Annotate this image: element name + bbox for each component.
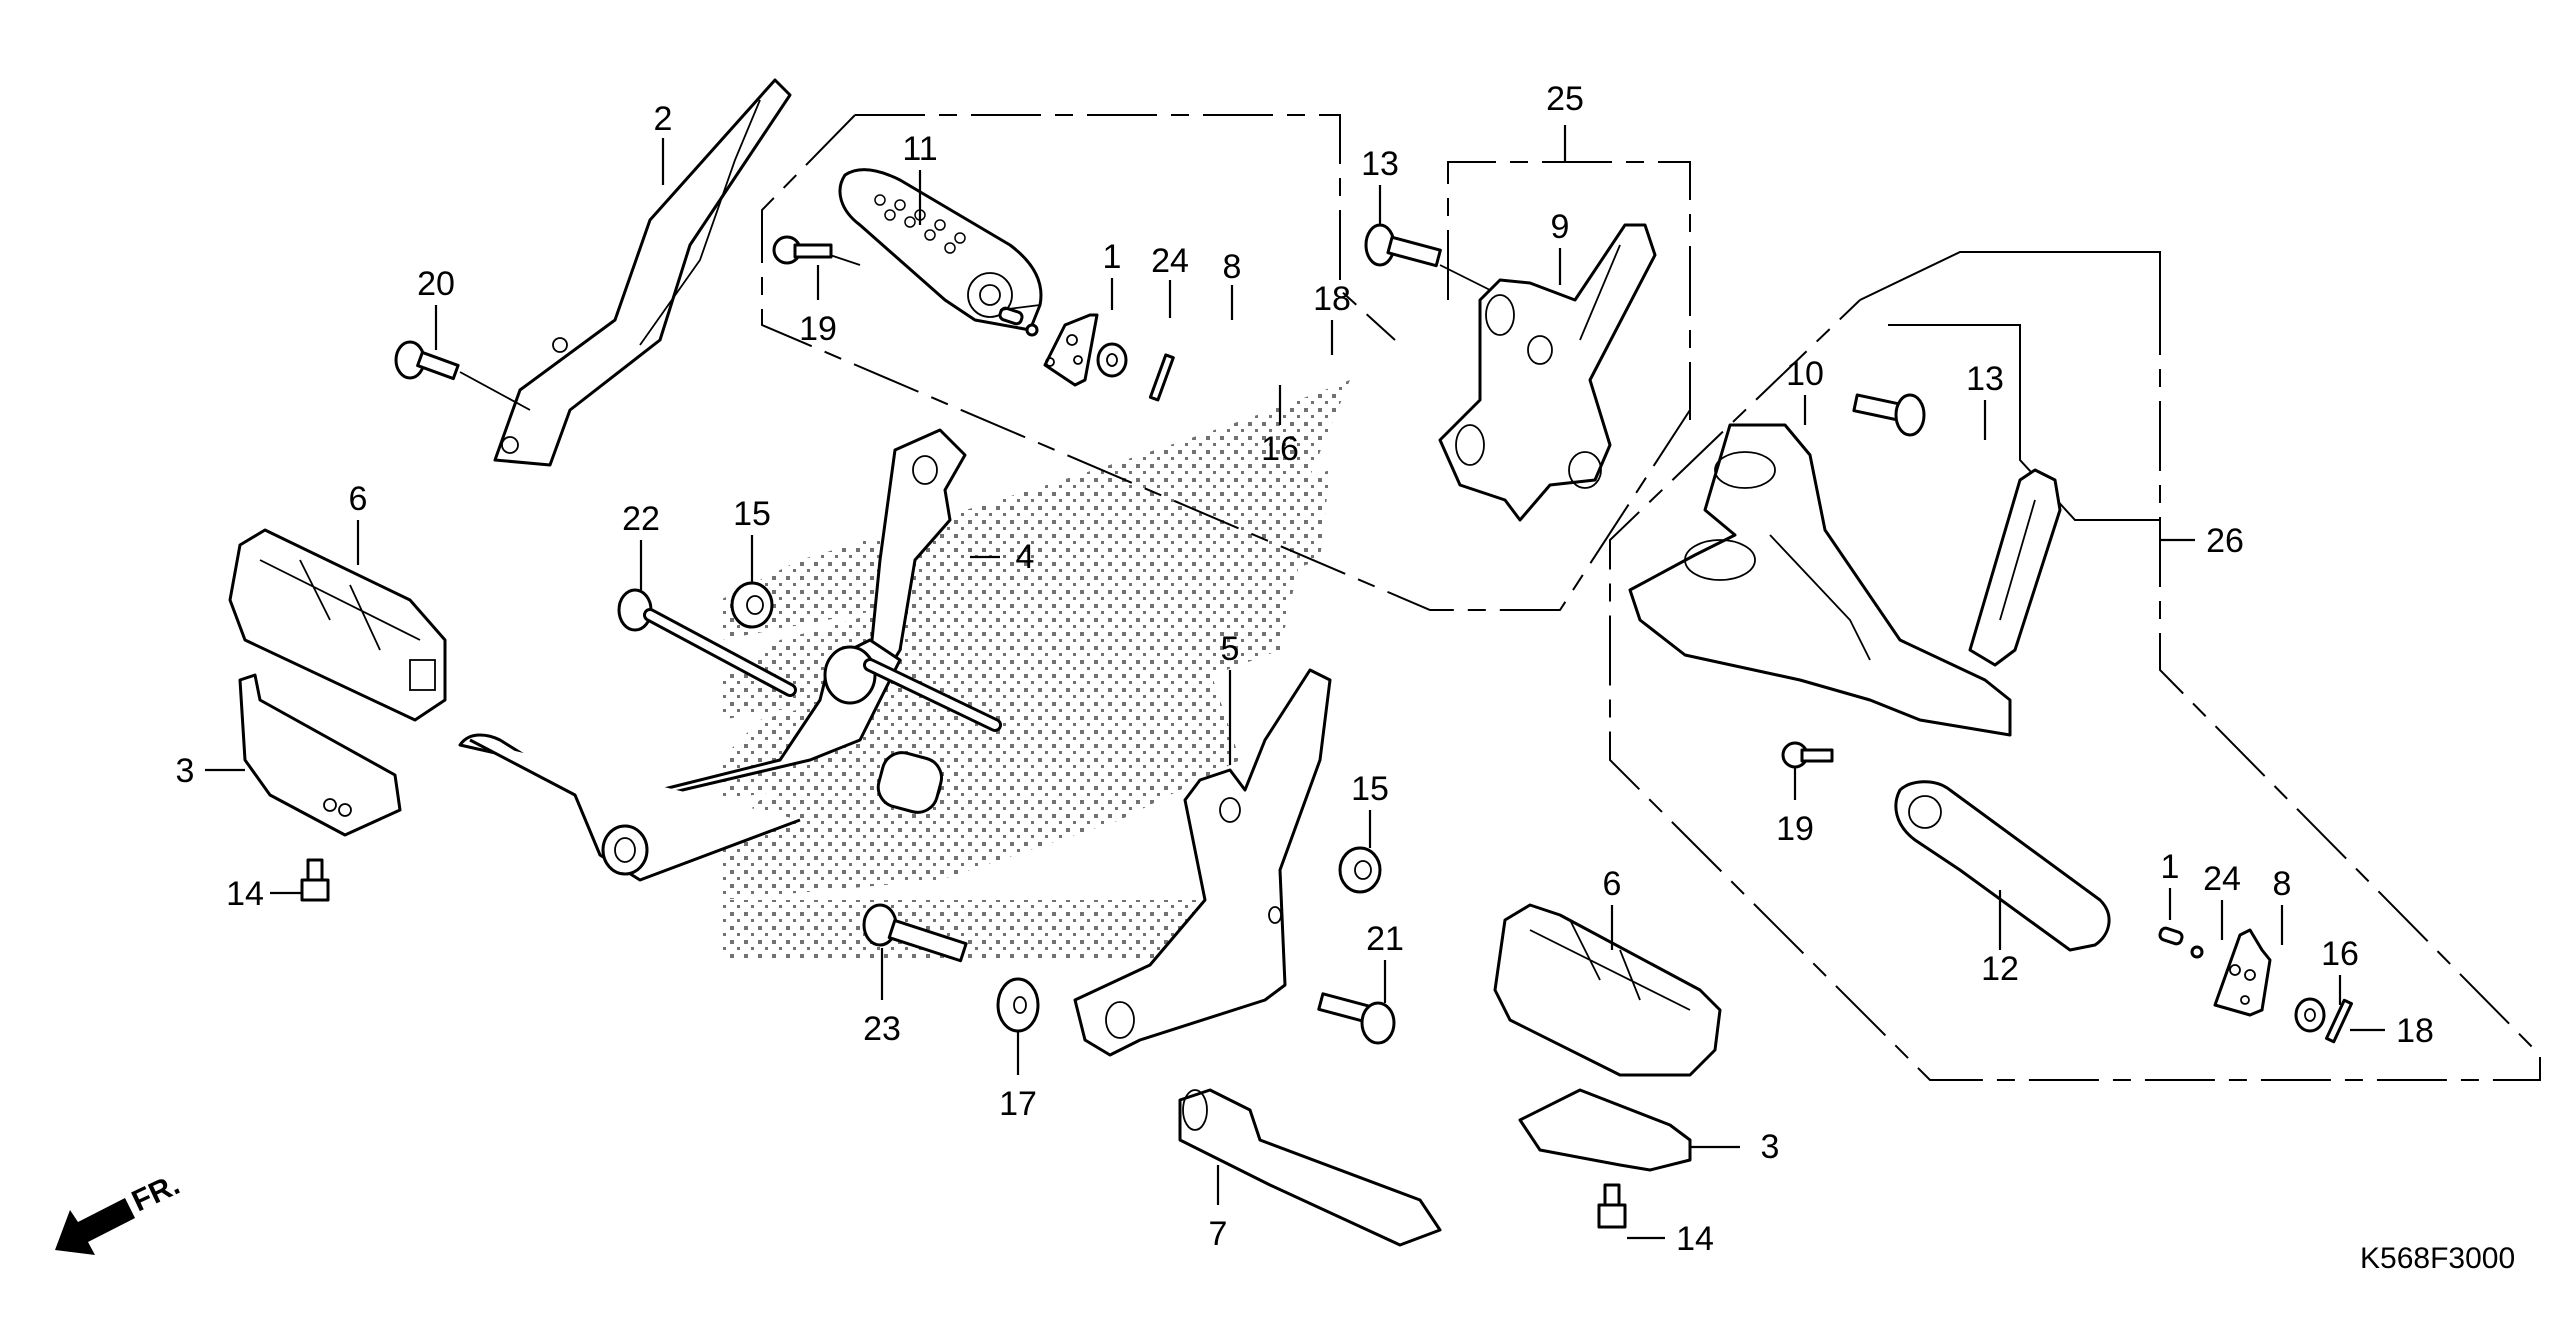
- step-arm-part-7-left: [458, 638, 1002, 882]
- callout-1-right: 1: [2161, 848, 2180, 886]
- callout-24-right: 24: [2203, 860, 2241, 898]
- bolt-part-20: [394, 340, 531, 411]
- callout-labels: 2 20 11 19 1 24 8 16 18 13 25 9 10 13 26…: [176, 80, 2434, 1258]
- callout-16-right: 16: [2321, 935, 2359, 973]
- group-boundary-left-peg: [761, 114, 1691, 611]
- group-boundary-25: [1447, 125, 1691, 420]
- callout-17: 17: [999, 1085, 1037, 1123]
- bolt-part-13: [1364, 223, 1491, 291]
- bracket-part-10: [1628, 423, 2012, 737]
- cotter-pin-part-18-right: [2324, 998, 2354, 1044]
- callout-19-right: 19: [1776, 810, 1814, 848]
- plate-part-8-right: [2213, 928, 2272, 1017]
- washer-part-16: [1096, 342, 1128, 378]
- bracket-part-5: [1073, 668, 1332, 1057]
- callout-22: 22: [622, 500, 660, 538]
- callout-12: 12: [1981, 950, 2019, 988]
- callout-14-right: 14: [1676, 1220, 1714, 1258]
- guard-part-3: [238, 673, 402, 837]
- callout-15-right: 15: [1351, 770, 1389, 808]
- callout-7: 7: [1209, 1215, 1228, 1253]
- rubber-part-6-right: [1493, 903, 1722, 1077]
- rubber-part-6: [228, 528, 447, 722]
- pin-part-19-right: [1781, 741, 1834, 769]
- washer-part-17: [996, 977, 1040, 1033]
- ball-part-24-right: [2190, 945, 2204, 959]
- front-direction-indicator: FR.: [55, 1168, 185, 1255]
- cotter-pin-part-18: [1148, 353, 1175, 402]
- callout-2: 2: [654, 100, 673, 138]
- callout-19: 19: [799, 310, 837, 348]
- spring-part-1-right: [2158, 926, 2184, 946]
- callout-25: 25: [1546, 80, 1584, 118]
- arrow-left-down-icon: [55, 1198, 135, 1255]
- callout-5: 5: [1221, 630, 1240, 668]
- callout-11: 11: [902, 130, 937, 168]
- diagram-code: K568F3000: [2360, 1242, 2515, 1275]
- callout-3: 3: [176, 752, 195, 790]
- bolt-part-14-right: [1597, 1183, 1627, 1229]
- bolt-part-14: [300, 858, 330, 902]
- callout-13-right: 13: [1966, 360, 2004, 398]
- washer-part-16-right: [2294, 997, 2326, 1033]
- ball-part-24: [1025, 323, 1039, 337]
- callout-24: 24: [1151, 242, 1189, 280]
- grip-texture: [874, 194, 966, 254]
- callout-21: 21: [1366, 920, 1404, 958]
- callout-9: 9: [1551, 208, 1570, 246]
- callout-13: 13: [1361, 145, 1399, 183]
- callout-1: 1: [1103, 238, 1122, 276]
- step-shaft-part-7: [1178, 1088, 1442, 1247]
- heel-guard-part-2: [493, 78, 792, 467]
- callout-14: 14: [226, 875, 264, 913]
- callout-8-right: 8: [2273, 865, 2292, 903]
- front-label: FR.: [127, 1168, 185, 1218]
- callout-16: 16: [1261, 430, 1299, 468]
- bolt-part-13-right: [1852, 393, 1926, 437]
- group-boundary-26: [1609, 251, 2541, 1081]
- bolt-part-23: [862, 903, 968, 963]
- callout-15: 15: [733, 495, 771, 533]
- callout-4: 4: [1016, 538, 1035, 576]
- bracket-part-9: [1438, 223, 1657, 522]
- callout-18-right: 18: [2396, 1012, 2434, 1050]
- callout-6-right: 6: [1603, 865, 1622, 903]
- heel-plate-part-26: [1968, 468, 2062, 667]
- callout-23: 23: [863, 1010, 901, 1048]
- nut-part-15-right: [1338, 846, 1382, 894]
- callout-8: 8: [1223, 248, 1242, 286]
- nut-part-15: [730, 581, 774, 629]
- footpeg-part-11: [838, 168, 1043, 332]
- callout-26: 26: [2206, 522, 2244, 560]
- plate-part-8: [1043, 313, 1099, 387]
- guard-part-3-right: [1518, 1088, 1692, 1172]
- callout-18: 18: [1313, 280, 1351, 318]
- callout-3-right: 3: [1761, 1128, 1780, 1166]
- pin-part-19: [772, 235, 861, 266]
- bolt-part-21: [1317, 992, 1396, 1045]
- callout-20: 20: [417, 265, 455, 303]
- callout-10: 10: [1786, 355, 1824, 393]
- footpeg-part-12: [1894, 780, 2111, 952]
- spring-part-1: [998, 304, 1041, 326]
- leader-lines: [205, 138, 2385, 1240]
- callout-6: 6: [349, 480, 368, 518]
- bolt-part-22: [617, 588, 797, 697]
- bracket-part-4: [868, 428, 967, 702]
